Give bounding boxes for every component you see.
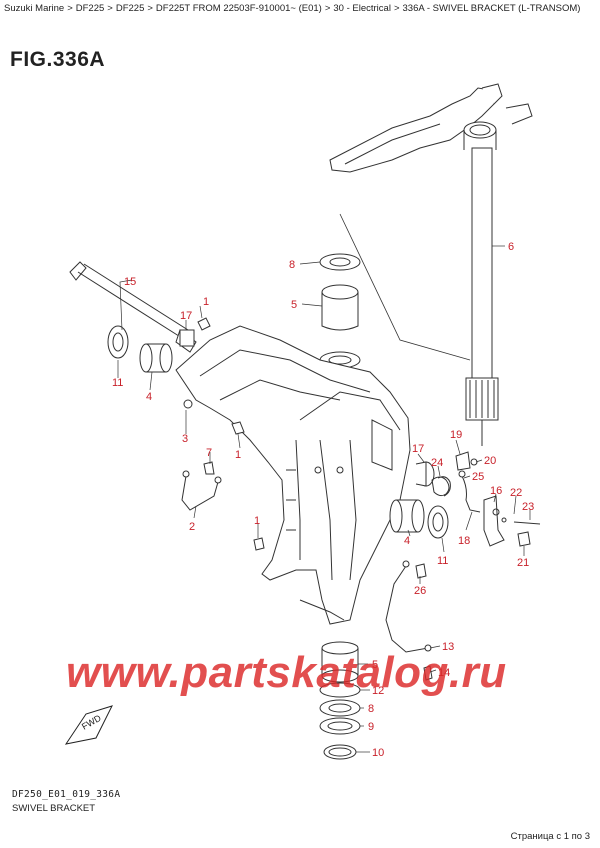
callout-8[interactable]: 8 <box>368 703 374 715</box>
callout-23[interactable]: 23 <box>522 501 534 513</box>
page-counter: Страница с 1 по 3 <box>510 831 590 842</box>
footer-figure-code: DF250_E01_019_336A <box>12 789 121 800</box>
breadcrumb-item[interactable]: Suzuki Marine <box>4 3 65 14</box>
callout-3[interactable]: 3 <box>182 433 188 445</box>
breadcrumb-separator: > <box>147 3 153 14</box>
steering-arm[interactable] <box>329 83 533 173</box>
steering-shaft[interactable] <box>465 147 499 446</box>
swivel-bracket-body[interactable] <box>175 325 411 625</box>
callout-1[interactable]: 1 <box>203 296 209 308</box>
callout-17[interactable]: 17 <box>412 443 424 455</box>
callout-15[interactable]: 15 <box>124 276 136 288</box>
callout-11[interactable]: 11 <box>112 377 123 389</box>
left-washer-and-bushing[interactable] <box>107 325 173 373</box>
figure-title: FIG.336A <box>10 48 106 71</box>
breadcrumb-item[interactable]: 30 - Electrical <box>333 3 391 14</box>
callout-5[interactable]: 5 <box>291 299 297 311</box>
breadcrumb-item[interactable]: DF225T FROM 22503F-910001~ (E01) <box>155 3 322 14</box>
breadcrumb-separator: > <box>324 3 331 14</box>
callout-11[interactable]: 11 <box>437 555 448 567</box>
breadcrumb-item[interactable]: DF225 <box>115 3 145 14</box>
callout-4[interactable]: 4 <box>404 535 410 547</box>
callout-20[interactable]: 20 <box>484 455 496 467</box>
callout-26[interactable]: 26 <box>414 585 426 597</box>
callout-12[interactable]: 12 <box>372 685 384 697</box>
forward-direction-arrow: FWD <box>64 705 113 745</box>
ground-wire-lower[interactable] <box>385 560 433 681</box>
ground-wire-left[interactable] <box>181 461 222 511</box>
callout-6[interactable]: 6 <box>508 241 514 253</box>
callout-9[interactable]: 9 <box>368 721 374 733</box>
callout-17[interactable]: 17 <box>180 310 192 322</box>
upper-fasteners[interactable] <box>179 317 265 551</box>
callout-10[interactable]: 10 <box>372 747 384 759</box>
callout-16[interactable]: 16 <box>490 485 502 497</box>
callout-18[interactable]: 18 <box>458 535 470 547</box>
callout-19[interactable]: 19 <box>450 429 462 441</box>
leader-lines <box>117 245 531 753</box>
breadcrumb-current: 336A - SWIVEL BRACKET (L-TRANSOM) <box>402 3 581 14</box>
callout-4[interactable]: 4 <box>146 391 152 403</box>
callout-1[interactable]: 1 <box>235 449 241 461</box>
callout-5[interactable]: 5 <box>372 659 378 671</box>
breadcrumb-separator: > <box>393 3 400 14</box>
callout-25[interactable]: 25 <box>472 471 484 483</box>
callout-14[interactable]: 14 <box>438 667 450 679</box>
callout-22[interactable]: 22 <box>510 487 522 499</box>
breadcrumb-item[interactable]: DF225 <box>75 3 105 14</box>
lower-bushings[interactable] <box>319 641 361 760</box>
callout-21[interactable]: 21 <box>517 557 529 569</box>
breadcrumb-separator: > <box>67 3 73 14</box>
callout-1[interactable]: 1 <box>254 515 260 527</box>
watermark-text: www.partskatalog.ru <box>66 648 507 697</box>
callout-7[interactable]: 7 <box>206 447 212 459</box>
callout-13[interactable]: 13 <box>442 641 454 653</box>
upper-bushings[interactable] <box>319 253 361 369</box>
callout-24[interactable]: 24 <box>431 457 443 469</box>
callout-8[interactable]: 8 <box>289 259 295 271</box>
footer-figure-name: SWIVEL BRACKET <box>12 803 96 814</box>
callout-2[interactable]: 2 <box>189 521 195 533</box>
breadcrumb-separator: > <box>107 3 113 14</box>
breadcrumb: Suzuki Marine>DF225>DF225>DF225T FROM 22… <box>4 3 580 14</box>
right-side-parts[interactable] <box>389 451 541 547</box>
part-callouts: 15 1 17 11 4 3 7 1 2 1 8 5 6 19 20 17 24… <box>112 241 534 759</box>
